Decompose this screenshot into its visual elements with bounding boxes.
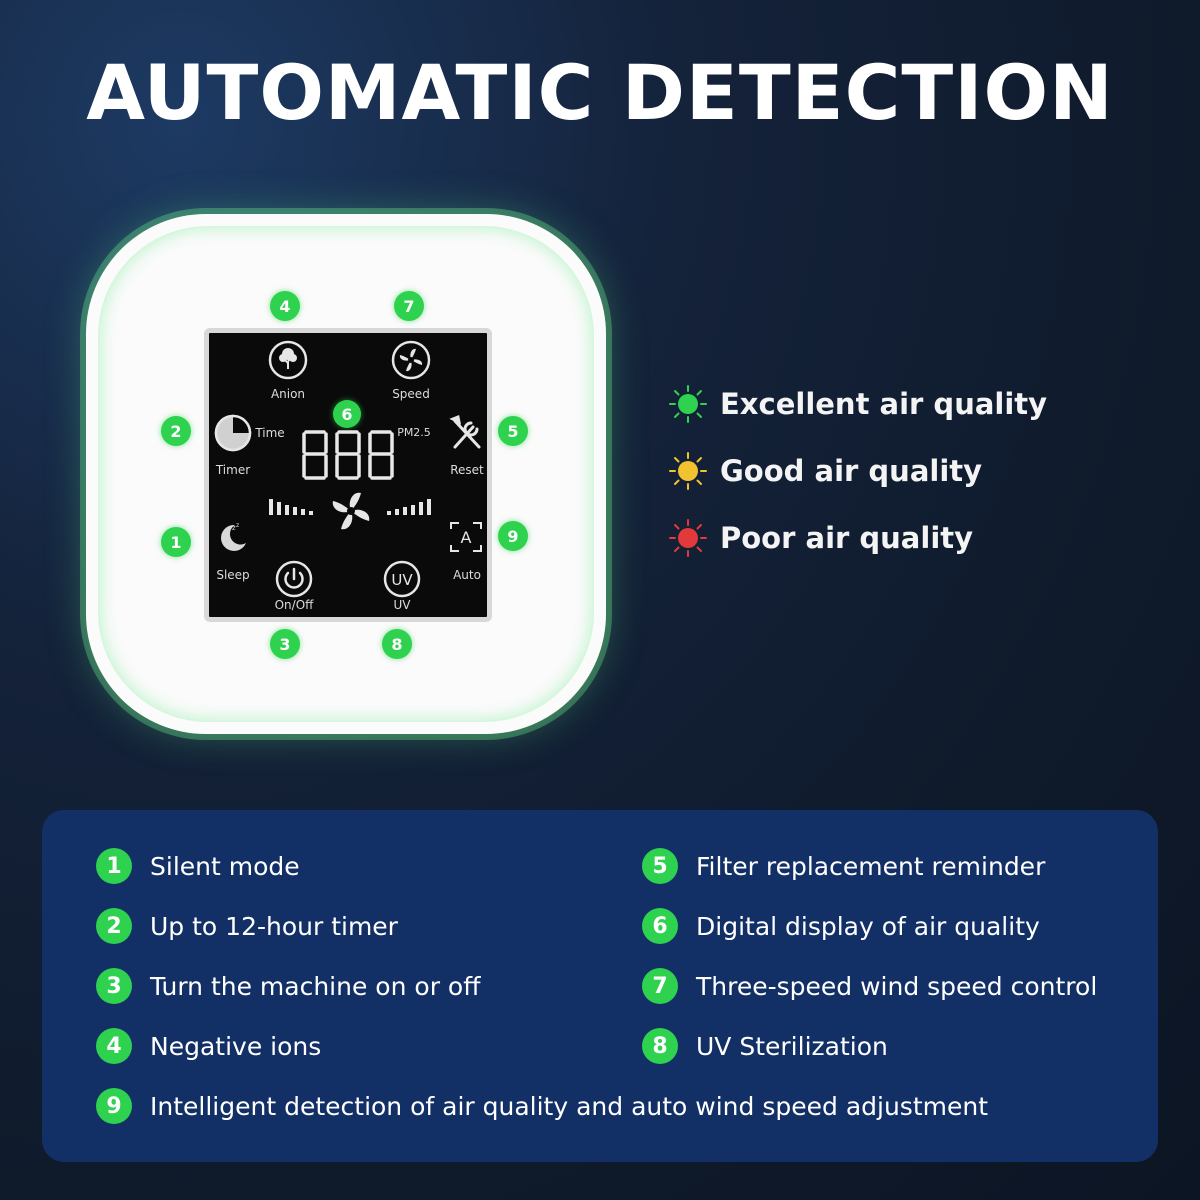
green-indicator-icon — [668, 384, 708, 424]
badge-speed: 7 — [394, 291, 424, 321]
feature-text: Up to 12-hour timer — [150, 911, 398, 941]
legend-label: Excellent air quality — [720, 387, 1048, 421]
speed-label: Speed — [392, 387, 430, 401]
lcd-screen: Anion Speed 6 — [204, 328, 492, 622]
badge-display: 6 — [333, 400, 361, 428]
feature-text: Negative ions — [150, 1031, 322, 1061]
feature-text: UV Sterilization — [696, 1031, 888, 1061]
clock-icon[interactable] — [213, 413, 253, 457]
feature-number: 7 — [642, 968, 678, 1004]
device-control-panel: 4 7 2 5 1 9 3 8 Anion — [86, 214, 606, 734]
moon-icon[interactable]: z z — [215, 519, 251, 559]
page-title: AUTOMATIC DETECTION — [86, 48, 1114, 137]
time-label: Time — [255, 426, 285, 440]
tools-icon[interactable] — [447, 413, 487, 457]
sleep-label: Sleep — [216, 568, 250, 582]
feature-number: 2 — [96, 908, 132, 944]
anion-label: Anion — [270, 387, 306, 401]
feature-list-panel: 1 Silent mode 2 Up to 12-hour timer 3 Tu… — [42, 810, 1158, 1162]
badge-timer: 2 — [161, 416, 191, 446]
feature-text: Intelligent detection of air quality and… — [150, 1091, 989, 1121]
uv-glyph: UV — [391, 571, 413, 589]
feature-item: 8 UV Sterilization — [642, 1026, 888, 1066]
feature-item: 6 Digital display of air quality — [642, 906, 1040, 946]
legend-excellent: Excellent air quality — [668, 384, 1047, 424]
badge-onoff: 3 — [270, 629, 300, 659]
tree-icon[interactable] — [267, 339, 309, 385]
feature-text: Silent mode — [150, 851, 300, 881]
yellow-indicator-icon — [668, 451, 708, 491]
red-indicator-icon — [668, 518, 708, 558]
feature-item: 2 Up to 12-hour timer — [96, 906, 398, 946]
power-icon[interactable] — [274, 559, 314, 603]
pm25-label: PM2.5 — [397, 426, 431, 439]
feature-text: Filter replacement reminder — [696, 851, 1046, 881]
auto-icon[interactable]: A — [447, 519, 485, 559]
onoff-label: On/Off — [274, 598, 314, 612]
auto-label: Auto — [453, 568, 481, 582]
feature-number: 4 — [96, 1028, 132, 1064]
legend-label: Poor air quality — [720, 521, 974, 555]
feature-item: 9 Intelligent detection of air quality a… — [96, 1086, 988, 1126]
badge-reset: 5 — [498, 416, 528, 446]
feature-number: 3 — [96, 968, 132, 1004]
badge-anion: 4 — [270, 291, 300, 321]
feature-item: 1 Silent mode — [96, 846, 300, 886]
feature-item: 5 Filter replacement reminder — [642, 846, 1045, 886]
legend-good: Good air quality — [668, 451, 982, 491]
fan-speed-bar — [267, 483, 435, 547]
feature-number: 5 — [642, 848, 678, 884]
timer-label: Timer — [215, 463, 251, 477]
badge-uv: 8 — [382, 629, 412, 659]
uv-icon[interactable]: UV — [382, 559, 422, 603]
feature-item: 3 Turn the machine on or off — [96, 966, 480, 1006]
feature-text: Digital display of air quality — [696, 911, 1040, 941]
badge-sleep: 1 — [161, 527, 191, 557]
uv-label: UV — [393, 598, 411, 612]
fan-icon[interactable] — [390, 339, 432, 385]
feature-number: 9 — [96, 1088, 132, 1124]
feature-text: Turn the machine on or off — [150, 971, 481, 1001]
feature-item: 4 Negative ions — [96, 1026, 321, 1066]
reset-label: Reset — [450, 463, 484, 477]
feature-item: 7 Three-speed wind speed control — [642, 966, 1097, 1006]
legend-label: Good air quality — [720, 454, 983, 488]
digit-display — [301, 429, 397, 485]
feature-number: 8 — [642, 1028, 678, 1064]
svg-text:z: z — [236, 522, 239, 529]
svg-text:z: z — [232, 524, 236, 532]
feature-number: 1 — [96, 848, 132, 884]
feature-number: 6 — [642, 908, 678, 944]
badge-auto: 9 — [498, 521, 528, 551]
legend-poor: Poor air quality — [668, 518, 973, 558]
feature-text: Three-speed wind speed control — [696, 971, 1098, 1001]
auto-glyph: A — [461, 528, 472, 547]
